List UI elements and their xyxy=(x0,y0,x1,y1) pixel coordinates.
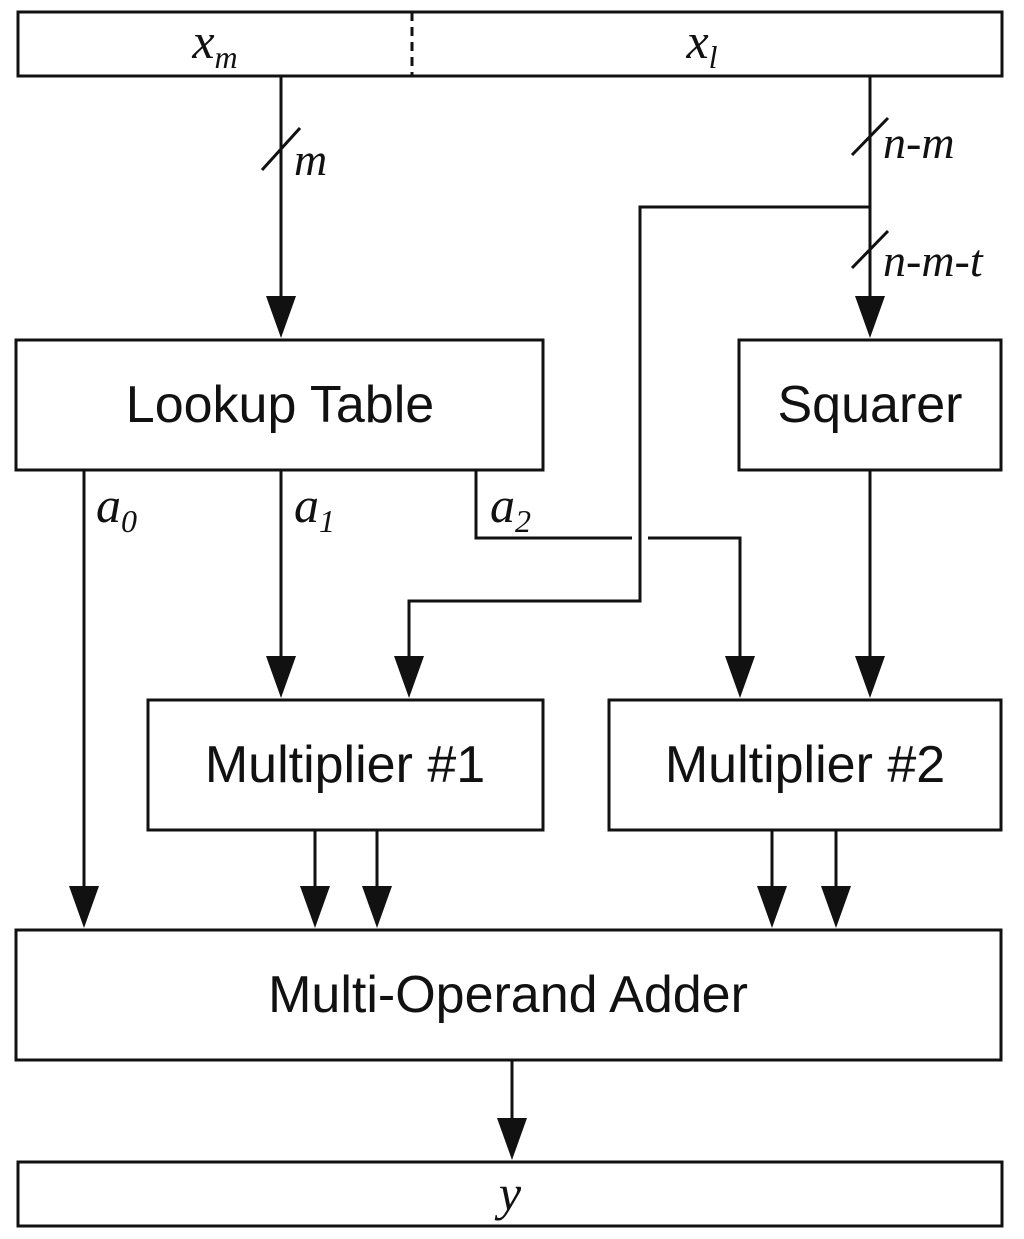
lookup-table-label: Lookup Table xyxy=(126,376,434,434)
arrowhead xyxy=(300,886,330,928)
bus-width-m: m xyxy=(294,134,327,185)
coefficient-a1: a1 xyxy=(294,477,335,539)
arrowhead xyxy=(855,296,885,338)
wire-a0-to-adder: a0 xyxy=(69,470,137,928)
bus-width-n-m-t: n-m-t xyxy=(883,235,984,286)
wire-squarer-to-mult2 xyxy=(855,470,885,698)
coefficient-a0: a0 xyxy=(96,477,137,539)
arrowhead xyxy=(394,656,424,698)
adder-label: Multi-Operand Adder xyxy=(268,966,748,1024)
wire-mult1-to-adder xyxy=(300,830,392,928)
squarer-label: Squarer xyxy=(778,376,963,434)
xm-label: xm xyxy=(191,13,237,75)
output-register: y xyxy=(16,1160,1004,1228)
bus-slash-icon xyxy=(850,116,890,157)
wire-adder-to-output xyxy=(497,1060,527,1160)
wire-xl-to-squarer: n-m n-m-t xyxy=(850,76,984,338)
bus-slash-icon xyxy=(850,229,890,270)
arrowhead xyxy=(725,656,755,698)
arrowhead xyxy=(362,886,392,928)
wire-xl-to-mult1 xyxy=(394,205,870,698)
multiplier1-label: Multiplier #1 xyxy=(205,736,485,794)
bus-width-n-m: n-m xyxy=(883,117,955,168)
wire-xm-to-lut: m xyxy=(260,76,327,338)
input-register-box xyxy=(16,10,1004,78)
wire-a2-to-mult2: a2 xyxy=(474,470,755,698)
wire-mult2-to-adder xyxy=(757,830,851,928)
xl-label: xl xyxy=(685,13,717,75)
multiplier2-label: Multiplier #2 xyxy=(665,736,945,794)
adder-block: Multi-Operand Adder xyxy=(14,928,1003,1062)
lookup-table-block: Lookup Table xyxy=(14,338,545,472)
arrowhead xyxy=(855,656,885,698)
bus-slash-icon xyxy=(260,126,302,172)
arrowhead xyxy=(757,886,787,928)
wire-a1-to-mult1: a1 xyxy=(266,470,335,698)
squarer-block: Squarer xyxy=(737,338,1003,472)
multiplier2-block: Multiplier #2 xyxy=(607,698,1003,832)
arrowhead xyxy=(266,296,296,338)
arrowhead xyxy=(69,886,99,928)
arrowhead xyxy=(497,1118,527,1160)
output-y-label: y xyxy=(494,1165,522,1221)
arrowhead xyxy=(266,656,296,698)
arrowhead xyxy=(821,886,851,928)
coefficient-a2: a2 xyxy=(490,477,531,539)
multiplier1-block: Multiplier #1 xyxy=(146,698,545,832)
input-register: xm xl xyxy=(16,10,1004,78)
